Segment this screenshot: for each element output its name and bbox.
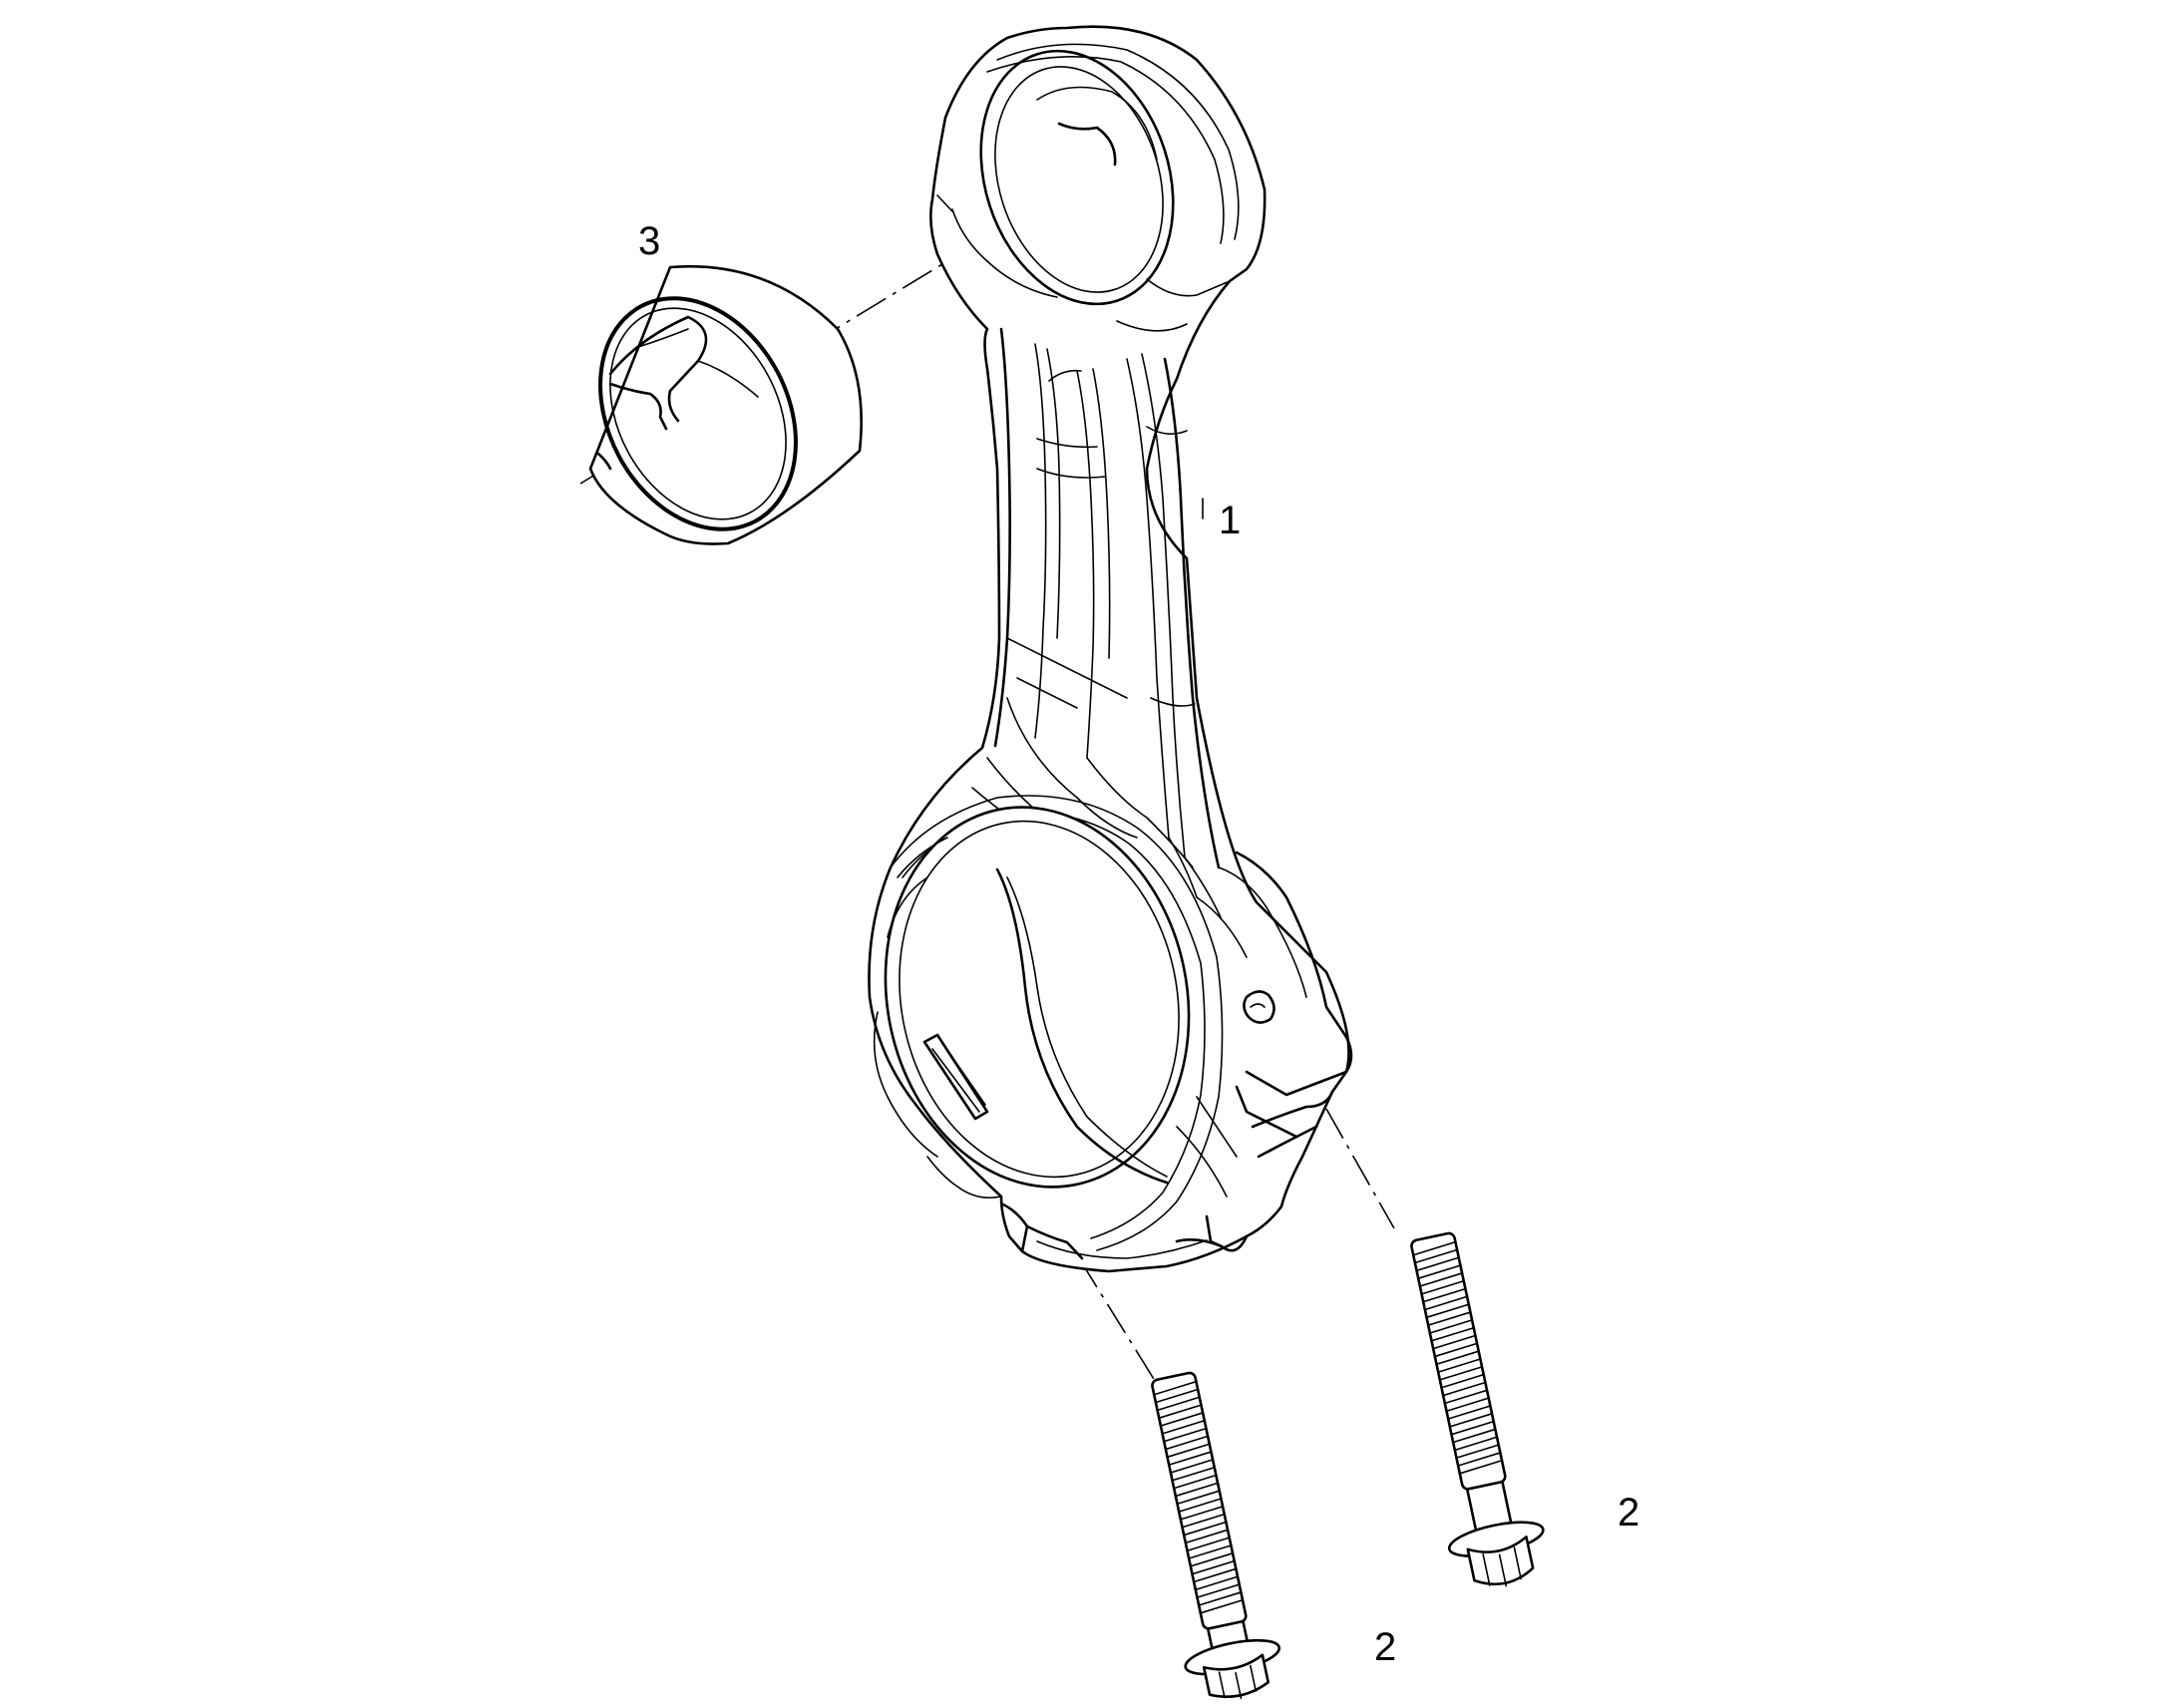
callout-2-upper: 2 (1618, 1491, 1639, 1535)
callout-1: 1 (1219, 499, 1241, 542)
bolt-lower (1151, 1371, 1281, 1700)
callout-2-lower: 2 (1374, 1625, 1396, 1669)
center-line-bolt-left (1078, 1257, 1158, 1385)
bushing (588, 264, 863, 545)
bolt-upper (1410, 1231, 1545, 1587)
center-line-bolt-right (1325, 1108, 1395, 1229)
callout-3: 3 (638, 219, 660, 263)
connecting-rod (868, 25, 1353, 1273)
